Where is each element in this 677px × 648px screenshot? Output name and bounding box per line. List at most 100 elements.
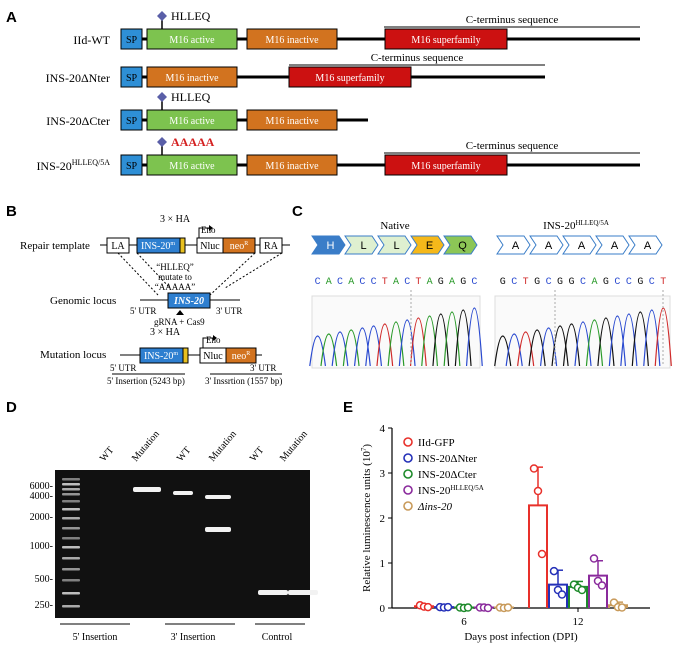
- eno-arrow-icon-2: [202, 337, 214, 348]
- motif-diamond-icon: [157, 137, 167, 147]
- insertion3-label: 3' Inssrtion (1557 bp): [205, 376, 282, 386]
- motif-diamond-icon: [157, 92, 167, 102]
- domain-active-label: M16 active: [169, 161, 215, 172]
- eno-label: Eno: [201, 225, 216, 235]
- peak-trace: [517, 331, 535, 367]
- construct-name: IId-WT: [73, 33, 110, 47]
- panel-a-label: A: [6, 9, 17, 26]
- dna-band: [288, 590, 318, 595]
- ins-m-label: INS-20m: [141, 241, 175, 252]
- aa-letter: A: [644, 240, 652, 252]
- data-point: [503, 603, 513, 612]
- data-point: [483, 603, 493, 613]
- aa-arrow: [628, 235, 663, 255]
- data-point: [557, 590, 567, 599]
- ladder-band: [62, 483, 80, 486]
- base-letter: G: [534, 277, 540, 288]
- ha-box: [179, 237, 186, 254]
- base-letter: G: [569, 277, 575, 288]
- motif-diamond-icon: [157, 11, 167, 21]
- legend-label: INS-20ΔNter: [418, 453, 477, 465]
- domain-m16-inactive: [246, 109, 338, 131]
- domain-sp-label: SP: [126, 73, 138, 84]
- ladder-band: [62, 508, 80, 511]
- legend-marker: [403, 453, 413, 463]
- peak-trace: [342, 329, 360, 367]
- domain-sp: [120, 154, 143, 176]
- ha-label: 3 × HA: [160, 214, 191, 225]
- domain-m16-superfamily: [288, 66, 412, 88]
- aa-arrow: [311, 235, 346, 255]
- aa-arrow: [443, 235, 478, 255]
- ladder-size-label: 4000-: [30, 491, 53, 502]
- panel-b-schematic: Repair template LA INS-20m 3 × HA Eno Nl…: [20, 214, 290, 386]
- peak-trace: [585, 319, 604, 367]
- gel-lane-label: WT: [98, 445, 116, 464]
- chart-ylabel: Relative luminescence units (107): [360, 444, 373, 592]
- peak-trace: [320, 333, 338, 367]
- base-letter: C: [404, 277, 410, 288]
- peak-trace: [376, 323, 394, 367]
- data-point: [423, 602, 433, 612]
- cterm-label: C-terminus sequence: [466, 14, 559, 26]
- base-letter: T: [523, 277, 529, 288]
- ladder-size-label: 6000-: [30, 481, 53, 492]
- domain-sp-label: SP: [126, 116, 138, 127]
- crossover-lines: [117, 252, 256, 296]
- aa-letter: A: [512, 240, 520, 252]
- gel-lane-label: Mutation: [130, 429, 162, 464]
- aa-arrow: [529, 235, 564, 255]
- aa-arrow: [344, 235, 379, 255]
- domain-active-label: M16 active: [169, 35, 215, 46]
- eno-arrow-icon: [198, 227, 210, 238]
- peak-trace: [465, 307, 483, 367]
- domain-m16-active: [146, 154, 238, 176]
- base-letter: C: [580, 277, 586, 288]
- peak-trace: [643, 309, 661, 367]
- legend-label: INS-20HLLEQ/5A: [418, 484, 484, 497]
- base-letter: A: [393, 277, 399, 288]
- domain-superfamily-label: M16 superfamily: [315, 73, 384, 84]
- legend-marker: [403, 485, 413, 495]
- domain-active-label: M16 active: [169, 116, 215, 127]
- domain-m16-inactive: [246, 154, 338, 176]
- motif-label: HLLEQ: [171, 90, 211, 104]
- base-letter: T: [660, 277, 666, 288]
- ladder-band: [62, 557, 80, 560]
- gel-group-labels: 5' Insertion 3' Insertion Control: [60, 623, 305, 643]
- base-letter: A: [427, 277, 433, 288]
- peak-trace: [409, 317, 427, 367]
- base-letter: A: [348, 277, 354, 288]
- gel-lane-label: WT: [248, 445, 266, 464]
- legend-label: INS-20ΔCter: [418, 469, 477, 481]
- peak-trace: [494, 335, 512, 367]
- dna-band: [133, 487, 161, 492]
- base-letter: T: [382, 277, 388, 288]
- domain-inactive-label: M16 inactive: [265, 161, 319, 172]
- aa-letter: E: [426, 240, 433, 252]
- utr5-label: 5' UTR: [130, 306, 156, 316]
- peak-trace: [597, 317, 615, 367]
- y-tick-label: 4: [380, 423, 386, 435]
- mutant-chromatogram: [494, 295, 671, 369]
- aa-arrow: [562, 235, 597, 255]
- base-letter: C: [511, 277, 517, 288]
- cut-site-icon: [176, 310, 184, 315]
- peak-trace: [387, 321, 405, 367]
- aa-arrow: [410, 235, 445, 255]
- mutation-locus-label: Mutation locus: [40, 349, 106, 361]
- construct-name: INS-20ΔCter: [46, 114, 110, 128]
- utr3-label-2: 3' UTR: [250, 363, 276, 373]
- peak-trace: [454, 309, 472, 367]
- aa-arrow: [595, 235, 630, 255]
- nluc-label-2: Nluc: [203, 351, 223, 362]
- ladder-band: [62, 592, 80, 595]
- ladder-band: [62, 488, 80, 491]
- peak-trace: [551, 325, 569, 367]
- peak-trace: [309, 335, 327, 367]
- construct-ins20-5a: INS-20HLLEQ/5A AAAAA C-terminus sequence…: [36, 135, 640, 176]
- ladder-size-label: 500-: [35, 574, 53, 585]
- domain-superfamily-label: M16 superfamily: [411, 161, 480, 172]
- data-point: [533, 486, 543, 496]
